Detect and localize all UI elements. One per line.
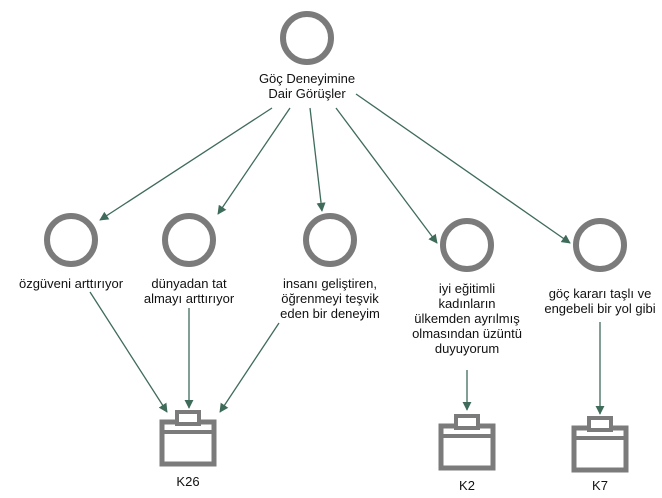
opinion-label-line: dünyadan tat [151,276,227,291]
root-node-label: Göç Deneyimine Dair Görüşler [259,71,355,101]
opinion-label-line: engebeli bir yol gibi [544,301,656,316]
opinion-label-line: göç kararı taşlı ve [548,286,652,301]
document-label-k7: K7 [592,478,608,493]
opinion-node-circle[interactable] [162,213,216,267]
edge-root-op4 [335,107,438,244]
opinion-label-line: eden bir deneyim [280,306,380,321]
edge-root-op2 [217,107,291,215]
opinion-label: göç kararı taşlı ve engebeli bir yol gib… [544,286,655,316]
root-label-line: Dair Görüşler [268,86,346,101]
edge-op1-k26 [89,291,168,413]
document-label-k26: K26 [176,474,200,489]
opinion-node-circle[interactable] [44,213,98,267]
opinion-label-line: ülkemden ayrılmış [414,311,520,326]
opinion-node-circle[interactable] [303,213,357,267]
opinion-label: iyi eğitimli kadınların ülkemden ayrılmı… [412,281,522,356]
opinion-label: insanı geliştiren, öğrenmeyi teşvik eden… [280,276,380,321]
opinion-label-line: kadınların [438,296,496,311]
document-label-k2: K2 [459,478,475,493]
opinion-node-circle[interactable] [573,218,627,272]
document-icon[interactable] [571,416,629,473]
edge-root-op3 [309,107,326,212]
edge-root-op1 [99,107,273,221]
opinion-node-circle[interactable] [440,218,494,272]
document-icon[interactable] [159,410,217,467]
edge-root-op5 [355,93,571,244]
opinion-label: dünyadan tat almayı arttırıyor [144,276,234,306]
root-label-line: Göç Deneyimine [258,71,356,86]
opinion-label-line: öğrenmeyi teşvik [281,291,379,306]
opinion-label-line: duyuyorum [434,341,500,356]
opinion-label-line: insanı geliştiren, [283,276,377,291]
root-node-circle[interactable] [280,11,334,65]
document-icon[interactable] [438,414,496,471]
edge-op3-k26 [219,322,280,413]
opinion-label-line: almayı arttırıyor [143,291,235,306]
opinion-label-line: özgüveni arttırıyor [18,276,124,291]
opinion-label: özgüveni arttırıyor [19,276,123,291]
opinion-label-line: iyi eğitimli [438,281,496,296]
opinion-label-line: olmasından üzüntü [412,326,522,341]
